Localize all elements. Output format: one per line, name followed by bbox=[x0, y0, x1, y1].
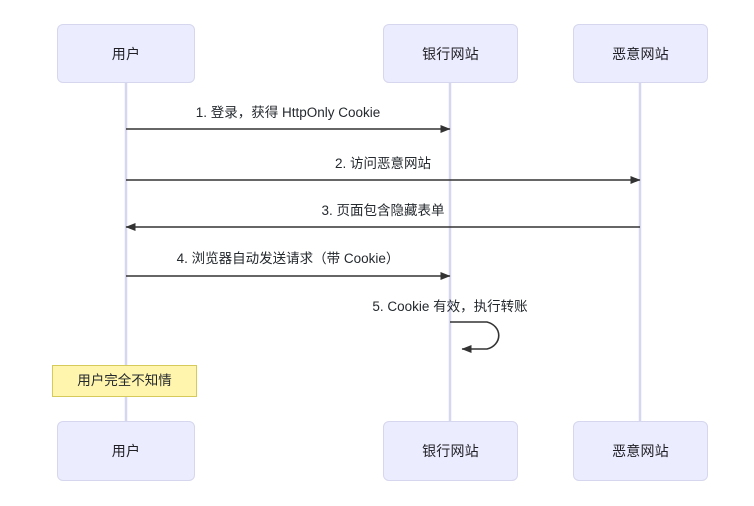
message-label-5: 5. Cookie 有效，执行转账 bbox=[372, 299, 528, 314]
message-label-4: 4. 浏览器自动发送请求（带 Cookie） bbox=[176, 251, 400, 266]
participant-label-evil-bottom: 恶意网站 bbox=[612, 443, 669, 459]
participant-label-user-bottom: 用户 bbox=[111, 443, 141, 459]
participant-label-bank-top: 银行网站 bbox=[422, 45, 479, 62]
note-user-unaware: 用户完全不知情 bbox=[52, 365, 197, 397]
participant-box-bank-top[interactable]: 银行网站 bbox=[383, 24, 518, 83]
participant-box-evil-top[interactable]: 恶意网站 bbox=[573, 24, 708, 83]
message-arrows bbox=[125, 125, 641, 353]
participant-box-bank-bottom[interactable]: 银行网站 bbox=[383, 421, 518, 481]
lifelines bbox=[124, 83, 642, 421]
note-label: 用户完全不知情 bbox=[77, 373, 172, 389]
participant-label-user-top: 用户 bbox=[111, 45, 141, 62]
participant-label-evil-top: 恶意网站 bbox=[612, 45, 669, 62]
participant-box-user-bottom[interactable]: 用户 bbox=[57, 421, 195, 481]
message-label-2: 2. 访问恶意网站 bbox=[334, 156, 432, 171]
participant-box-user-top[interactable]: 用户 bbox=[57, 24, 195, 83]
message-label-1: 1. 登录，获得 HttpOnly Cookie bbox=[195, 105, 381, 120]
participant-label-bank-bottom: 银行网站 bbox=[422, 443, 479, 459]
message-label-3: 3. 页面包含隐藏表单 bbox=[321, 203, 445, 218]
participant-box-evil-bottom[interactable]: 恶意网站 bbox=[573, 421, 708, 481]
message-arrow-5-self-loop bbox=[450, 321, 500, 353]
